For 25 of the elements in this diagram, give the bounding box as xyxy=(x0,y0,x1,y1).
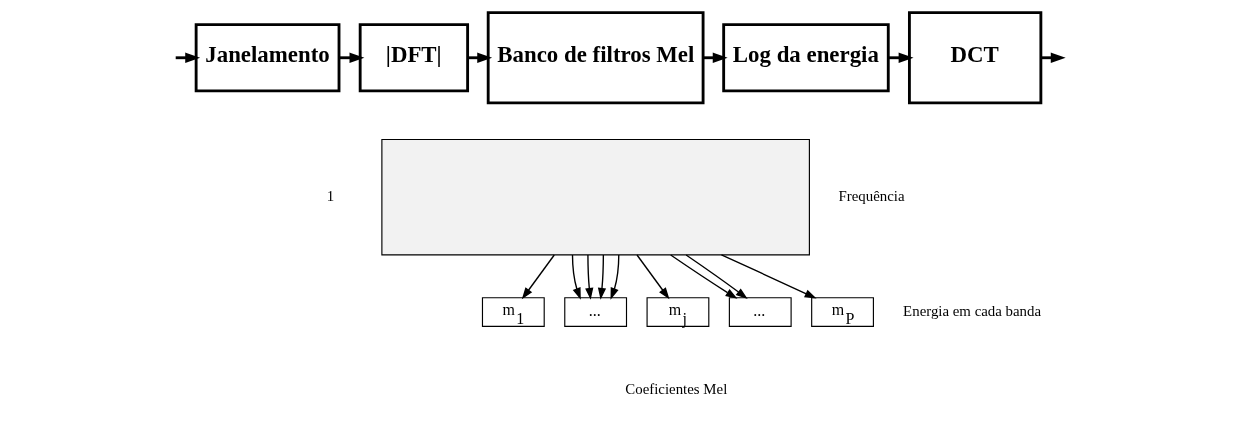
arrow xyxy=(669,254,737,299)
label: 1 xyxy=(326,188,334,205)
arrow xyxy=(702,52,728,63)
node-box: DCT xyxy=(907,11,1042,105)
arrow xyxy=(1040,52,1066,63)
node-box: ... xyxy=(563,297,627,327)
arrow xyxy=(571,254,581,300)
arrow xyxy=(597,254,606,300)
node-box: ... xyxy=(728,297,792,327)
arrow xyxy=(720,254,817,299)
arrow xyxy=(467,52,492,63)
label: Coeficientes Mel xyxy=(624,380,727,397)
node-box: Janelamento xyxy=(194,23,340,93)
label: Energia em cada banda xyxy=(902,302,1041,319)
node-box xyxy=(380,138,810,256)
label: Frequência xyxy=(838,188,905,205)
arrow xyxy=(635,254,669,300)
arrow xyxy=(684,254,748,299)
node-box: Banco de filtros Mel xyxy=(486,11,704,105)
node-box: Log da energia xyxy=(721,23,890,93)
arrow xyxy=(521,254,555,300)
arrow xyxy=(584,254,593,300)
arrow xyxy=(888,52,914,63)
node-box: |DFT| xyxy=(358,23,469,93)
arrow xyxy=(610,254,619,300)
